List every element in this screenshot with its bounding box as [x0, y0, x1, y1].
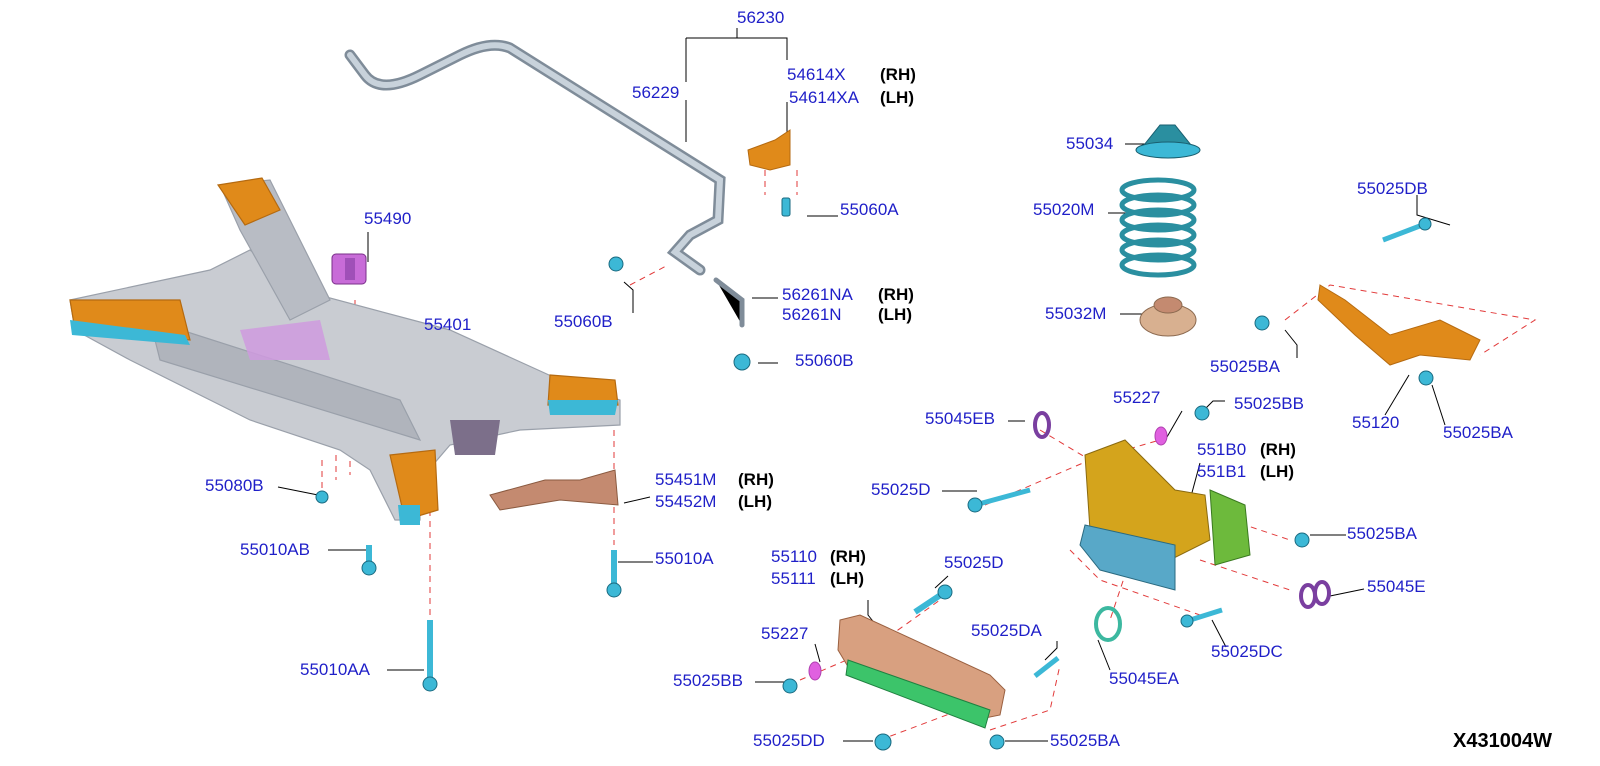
part-label-55045ea: 55045EA — [1109, 669, 1179, 688]
part-label-55025ba-right: 55025BA — [1443, 423, 1513, 442]
part-label-56261na: 56261NA — [782, 285, 853, 304]
side-label-rh: (RH) — [738, 470, 774, 489]
part-label-55401: 55401 — [424, 315, 472, 334]
part-label-55060b-upper: 55060B — [554, 312, 613, 331]
diagram-code: X431004W — [1453, 730, 1552, 752]
part-label-55045e: 55045E — [1367, 577, 1426, 596]
part-label-55025dd: 55025DD — [753, 731, 825, 750]
spring-seat-55032m — [1139, 296, 1197, 337]
washers — [808, 411, 1331, 681]
side-label-rh: (RH) — [880, 65, 916, 84]
part-label-55032m: 55032M — [1045, 304, 1107, 323]
part-label-56229: 56229 — [632, 83, 680, 102]
side-label-rh: (RH) — [1260, 440, 1296, 459]
part-label-56230: 56230 — [737, 8, 785, 27]
side-label-rh: (RH) — [830, 547, 866, 566]
side-label-rh: (RH) — [878, 285, 914, 304]
part-label-54614xa: 54614XA — [789, 88, 859, 107]
side-label-lh: (LH) — [878, 305, 912, 324]
part-label-55020m: 55020M — [1033, 200, 1095, 219]
part-label-55025d-upper: 55025D — [871, 480, 931, 499]
side-label-lh: (LH) — [880, 88, 914, 107]
part-label-551b1: 551B1 — [1197, 462, 1247, 481]
bracket-54614x — [747, 129, 791, 171]
subframe — [69, 177, 621, 525]
part-label-55025ba-mid: 55025BA — [1347, 524, 1417, 543]
part-label-55025ba-upper: 55025BA — [1210, 357, 1280, 376]
part-label-55452m: 55452M — [655, 492, 717, 511]
part-label-55025da: 55025DA — [971, 621, 1042, 640]
side-label-lh: (LH) — [830, 569, 864, 588]
part-label-55080b: 55080B — [205, 476, 264, 495]
part-label-56261n: 56261N — [782, 305, 842, 324]
part-label-54614x: 54614X — [787, 65, 846, 84]
side-label-lh: (LH) — [1260, 462, 1294, 481]
coil-spring-55020m — [1119, 177, 1197, 278]
stabilizer-bar — [344, 39, 726, 276]
part-label-55010a: 55010A — [655, 549, 714, 568]
part-label-55111: 55111 — [771, 569, 816, 588]
upper-arm-55120 — [1317, 284, 1481, 366]
part-label-55490: 55490 — [364, 209, 412, 228]
bushing-55490 — [331, 253, 367, 285]
stabilizer-link-56261n — [713, 277, 745, 328]
part-label-55120: 55120 — [1352, 413, 1400, 432]
spring-seat-55034 — [1135, 124, 1201, 159]
part-label-55025db: 55025DB — [1357, 179, 1428, 198]
part-label-55227-upper: 55227 — [1113, 388, 1161, 407]
part-label-55034: 55034 — [1066, 134, 1114, 153]
lower-arm-55110 — [837, 614, 1006, 729]
part-label-55110: 55110 — [771, 547, 818, 566]
part-label-55045eb: 55045EB — [925, 409, 995, 428]
part-label-55010aa: 55010AA — [300, 660, 370, 679]
part-label-551b0: 551B0 — [1197, 440, 1247, 459]
fasteners — [315, 197, 1434, 751]
part-label-55060a: 55060A — [840, 200, 899, 219]
part-label-55025bb-upper: 55025BB — [1234, 394, 1304, 413]
part-label-55025bb-lower: 55025BB — [673, 671, 743, 690]
part-label-55010ab: 55010AB — [240, 540, 310, 559]
knuckle-551b0 — [1079, 439, 1251, 591]
part-label-55025d-lower: 55025D — [944, 553, 1004, 572]
side-label-lh: (LH) — [738, 492, 772, 511]
part-label-55060b-lower: 55060B — [795, 351, 854, 370]
part-label-55025dc: 55025DC — [1211, 642, 1283, 661]
bracket-55451m — [489, 469, 619, 511]
part-label-55025ba-lower: 55025BA — [1050, 731, 1120, 750]
part-label-55451m: 55451M — [655, 470, 717, 489]
part-label-55227-lower: 55227 — [761, 624, 809, 643]
